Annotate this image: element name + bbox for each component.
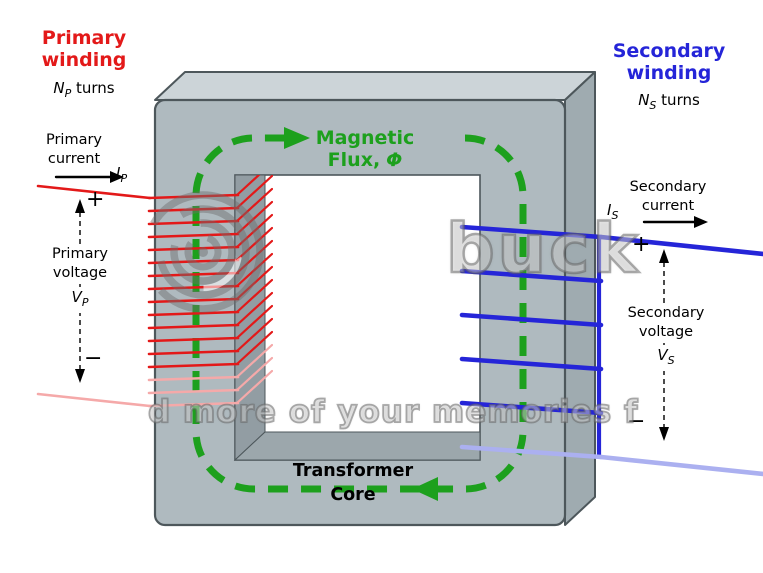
primary-turn-back (235, 187, 273, 223)
flux-arrow-top (284, 127, 310, 149)
primary-turn-back (235, 369, 273, 405)
primary-turn-back (235, 239, 273, 275)
primary-turn-back (235, 291, 273, 327)
window-floor (233, 431, 481, 461)
primary-lead-top (36, 184, 152, 200)
primary-current-arrow (54, 171, 124, 183)
primary-turn-front (147, 336, 240, 343)
primary-current-arrowhead (110, 171, 124, 183)
primary-voltage-arrow (75, 199, 85, 383)
primary-turn-front (147, 401, 240, 408)
secondary-lead-top (598, 234, 763, 257)
secondary-voltage-arrow (659, 249, 669, 441)
primary-turn-back (235, 175, 273, 210)
primary-turn-front (147, 297, 240, 304)
primary-turn-back (235, 278, 273, 314)
primary-turn-back (235, 304, 273, 340)
primary-turn-back (235, 200, 273, 236)
secondary-coil (459, 224, 604, 460)
primary-turn-front (147, 375, 240, 382)
primary-turn-back (235, 175, 261, 197)
primary-lead-bottom (36, 392, 152, 408)
secondary-lead-bottom (598, 454, 763, 477)
secondary-current-arrow (642, 216, 708, 228)
secondary-turn-front (459, 400, 604, 416)
core-top-face (154, 71, 596, 101)
primary-turn-back (235, 317, 273, 353)
primary-turn-back (235, 356, 273, 392)
secondary-voltage-arrowhead-top (659, 249, 669, 263)
primary-turn-back (235, 213, 273, 249)
primary-turn-front (147, 388, 240, 395)
primary-turn-back (235, 330, 273, 366)
secondary-turn-front (459, 268, 604, 284)
primary-turn-front (147, 362, 240, 369)
primary-voltage-arrowhead-bottom (75, 369, 85, 383)
secondary-turn-front (459, 312, 604, 328)
core-window (234, 174, 481, 461)
primary-turn-front (147, 349, 240, 356)
magnetic-flux-path (192, 134, 527, 493)
primary-turn-front (147, 323, 240, 330)
secondary-turn-front (459, 444, 604, 460)
primary-turn-front (147, 193, 240, 200)
primary-turn-front (147, 310, 240, 317)
flux-arrow-bottom (412, 477, 438, 501)
secondary-turn-front (459, 356, 604, 372)
primary-turn-back (235, 265, 273, 301)
primary-turn-front (147, 206, 240, 213)
primary-turn-back (235, 252, 273, 288)
primary-turn-back (235, 226, 273, 262)
secondary-turn-front (459, 224, 604, 240)
primary-voltage-arrowhead-top (75, 199, 85, 213)
secondary-voltage-arrowhead-bottom (659, 427, 669, 441)
primary-turn-back (235, 343, 273, 379)
secondary-current-arrowhead (694, 216, 708, 228)
primary-coil-hatch (235, 175, 273, 405)
